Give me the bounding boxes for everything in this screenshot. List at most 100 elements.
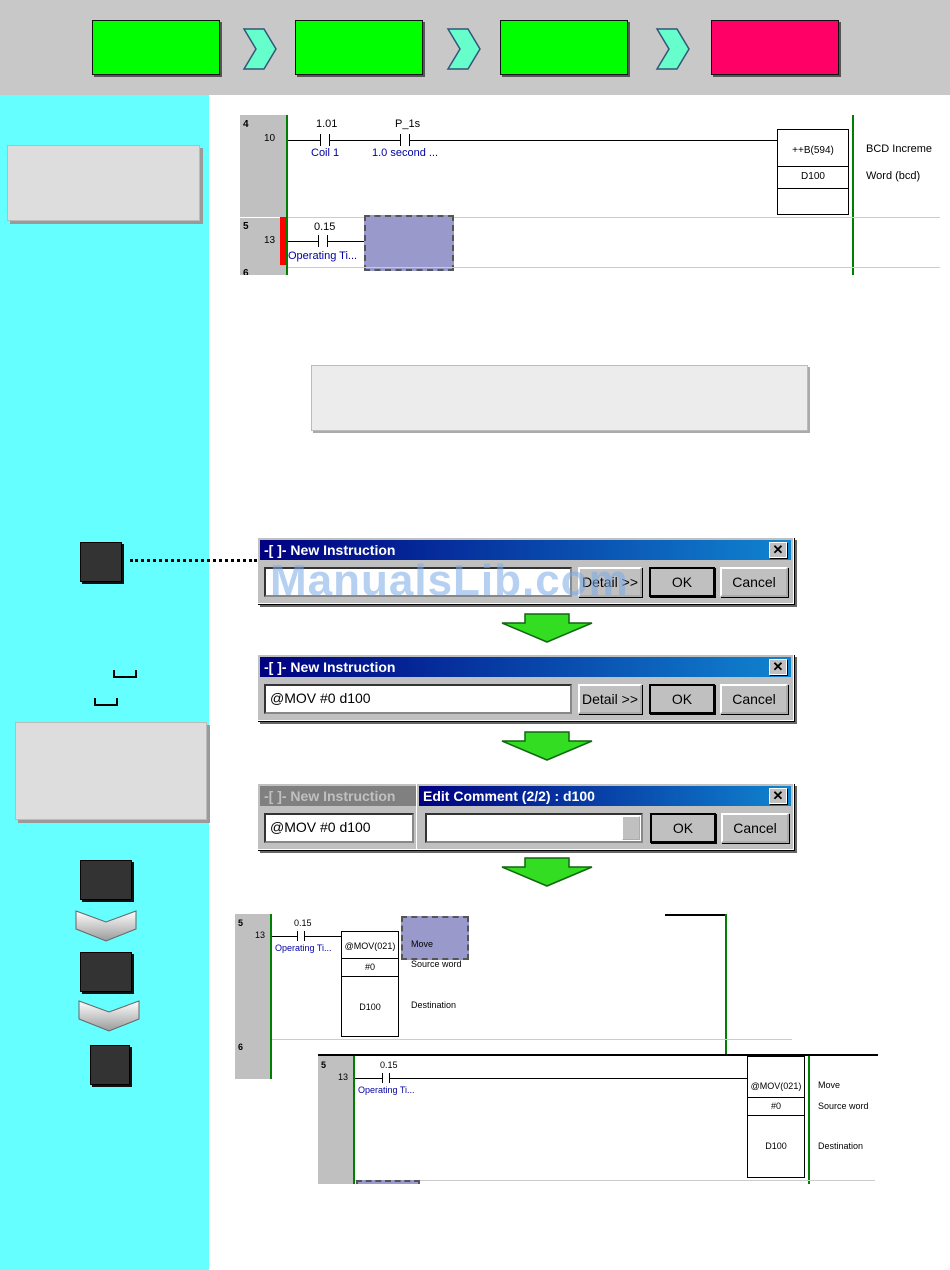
contact-comment: Operating Ti... xyxy=(358,1085,415,1095)
instruction-operand-2: D100 xyxy=(765,1141,787,1151)
cell-cursor[interactable] xyxy=(401,916,469,960)
close-icon[interactable]: ✕ xyxy=(769,542,787,558)
contact-symbol[interactable] xyxy=(320,134,330,146)
ok-button[interactable]: OK xyxy=(650,813,716,843)
dialog-title: Edit Comment (2/2) : d100 xyxy=(419,786,791,806)
step-number: 13 xyxy=(255,930,266,940)
instruction-input[interactable] xyxy=(264,567,572,597)
sidebar-note-box xyxy=(15,722,207,820)
rung-number: 6 xyxy=(243,268,249,275)
contact-address: 0.15 xyxy=(380,1060,398,1070)
new-instruction-dialog-inactive: -[ ]- New Instruction @MOV #0 d100 xyxy=(257,783,419,850)
ladder-diagram-top: 4 10 1.01 Coil 1 P_1s 1.0 second ... ++B… xyxy=(240,115,940,275)
arrow-down-icon xyxy=(501,857,593,887)
instruction-comment: Move xyxy=(411,939,434,949)
ladder-diagram-bottom: 5 13 0.15 Operating Ti... @MOV(021) #0 D… xyxy=(318,1054,878,1184)
sidebar-note-box xyxy=(7,145,200,221)
contact-address: 1.01 xyxy=(316,118,338,130)
cancel-button[interactable]: Cancel xyxy=(721,813,789,843)
instruction-operand-1: #0 xyxy=(770,1101,781,1111)
arrow-down-icon xyxy=(501,731,593,761)
operand-comment: Word (bcd) xyxy=(866,170,921,182)
rung-wire xyxy=(355,1078,747,1079)
key-icon xyxy=(80,952,132,992)
contact-symbol[interactable] xyxy=(318,235,328,247)
instruction-divider xyxy=(342,958,398,959)
rung-separator xyxy=(288,217,940,218)
rung-error-marker xyxy=(280,217,286,265)
rung-separator xyxy=(355,1180,875,1181)
instruction-operand-2: D100 xyxy=(359,1002,381,1012)
contact-comment: Coil 1 xyxy=(311,147,340,159)
cell-cursor[interactable] xyxy=(356,1180,420,1184)
space-bracket-icon xyxy=(94,698,118,706)
rung-gutter xyxy=(318,1056,353,1184)
left-bus-bar xyxy=(270,914,272,1079)
instruction-input[interactable]: @MOV #0 d100 xyxy=(264,684,572,714)
new-instruction-dialog-empty: -[ ]- New Instruction ✕ Detail >> OK Can… xyxy=(257,537,794,604)
left-bus-bar xyxy=(286,115,288,275)
edit-comment-dialog: Edit Comment (2/2) : d100 ✕ OK Cancel xyxy=(416,783,794,850)
space-bracket-icon xyxy=(113,670,137,678)
instruction-divider xyxy=(778,166,848,167)
chevron-right-icon xyxy=(655,28,690,70)
flow-step-1 xyxy=(92,20,220,75)
gutter-separator xyxy=(240,217,286,218)
close-icon[interactable]: ✕ xyxy=(769,659,787,675)
cancel-button[interactable]: Cancel xyxy=(720,684,788,714)
instruction-operand-1: #0 xyxy=(364,962,375,972)
right-bus-bar xyxy=(808,1056,810,1184)
rung-number: 5 xyxy=(321,1060,327,1070)
rung-number: 5 xyxy=(238,918,244,928)
instruction-divider xyxy=(748,1115,804,1116)
contact-symbol[interactable] xyxy=(382,1073,390,1083)
detail-button[interactable]: Detail >> xyxy=(578,567,642,597)
instruction-name: @MOV(021) xyxy=(750,1081,802,1091)
spin-control[interactable] xyxy=(622,816,640,840)
cancel-button[interactable]: Cancel xyxy=(720,567,788,597)
flow-step-4 xyxy=(711,20,839,75)
ok-button[interactable]: OK xyxy=(649,567,715,597)
instruction-block[interactable]: ++B(594) D100 xyxy=(777,129,849,215)
rung-edge xyxy=(665,914,725,916)
mov-instruction-block[interactable]: @MOV(021) #0 D100 xyxy=(341,931,399,1037)
arrow-down-icon xyxy=(501,613,593,643)
right-bus-bar xyxy=(725,914,727,1054)
contact-comment: Operating Ti... xyxy=(275,943,332,953)
contact-comment: Operating Ti... xyxy=(288,250,358,262)
dialog-title: -[ ]- New Instruction xyxy=(260,657,791,677)
mov-instruction-block[interactable]: @MOV(021) #0 D100 xyxy=(747,1056,805,1178)
key-icon xyxy=(80,542,122,582)
operand-comment: Source word xyxy=(818,1101,869,1111)
contact-address: P_1s xyxy=(395,118,421,130)
contact-comment: 1.0 second ... xyxy=(372,147,439,159)
instruction-operand: D100 xyxy=(801,171,825,182)
chevron-down-icon xyxy=(75,910,137,942)
contact-address: 0.15 xyxy=(294,918,312,928)
cell-cursor[interactable] xyxy=(364,215,454,271)
dialog-title: -[ ]- New Instruction xyxy=(260,786,416,806)
operand-comment: Destination xyxy=(818,1141,864,1151)
dotted-connector xyxy=(130,559,257,562)
left-bus-bar xyxy=(353,1056,355,1184)
instruction-divider xyxy=(748,1097,804,1098)
chevron-right-icon xyxy=(242,28,277,70)
step-number: 13 xyxy=(338,1072,349,1082)
rung-gutter xyxy=(235,914,270,1079)
instruction-input[interactable]: @MOV #0 d100 xyxy=(264,813,414,843)
detail-button[interactable]: Detail >> xyxy=(578,684,642,714)
instruction-divider xyxy=(778,188,848,189)
key-icon xyxy=(90,1045,130,1085)
contact-address: 0.15 xyxy=(314,221,336,233)
contact-symbol[interactable] xyxy=(297,931,305,941)
note-box xyxy=(311,365,808,431)
chevron-right-icon xyxy=(446,28,481,70)
close-icon[interactable]: ✕ xyxy=(769,788,787,804)
ok-button[interactable]: OK xyxy=(649,684,715,714)
operand-comment: Source word xyxy=(411,959,462,969)
contact-symbol[interactable] xyxy=(400,134,410,146)
watermark: ManualsLib.com xyxy=(270,556,629,605)
new-instruction-dialog: -[ ]- New Instruction ✕ @MOV #0 d100 Det… xyxy=(257,654,794,721)
rung-number: 5 xyxy=(243,221,249,232)
comment-input[interactable] xyxy=(425,813,643,843)
